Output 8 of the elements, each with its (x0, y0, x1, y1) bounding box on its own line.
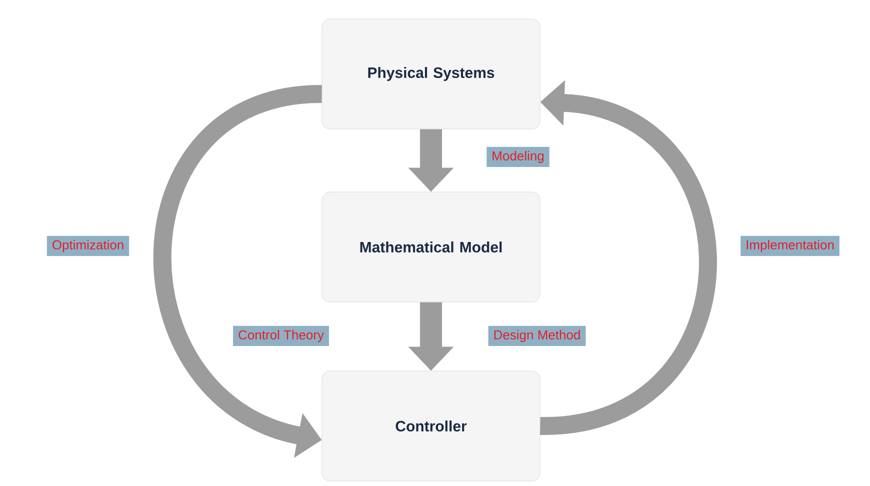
edge-label: Implementation (740, 236, 840, 256)
process-box: Physical Systems (322, 18, 540, 130)
edge-label: Design Method (488, 326, 586, 346)
edge-label: Optimization (46, 236, 130, 256)
process-box: Controller (322, 370, 540, 482)
text-label: Control Theory (233, 326, 329, 346)
process-box: Mathematical Model (322, 192, 540, 302)
edge-label: Modeling (486, 146, 550, 168)
